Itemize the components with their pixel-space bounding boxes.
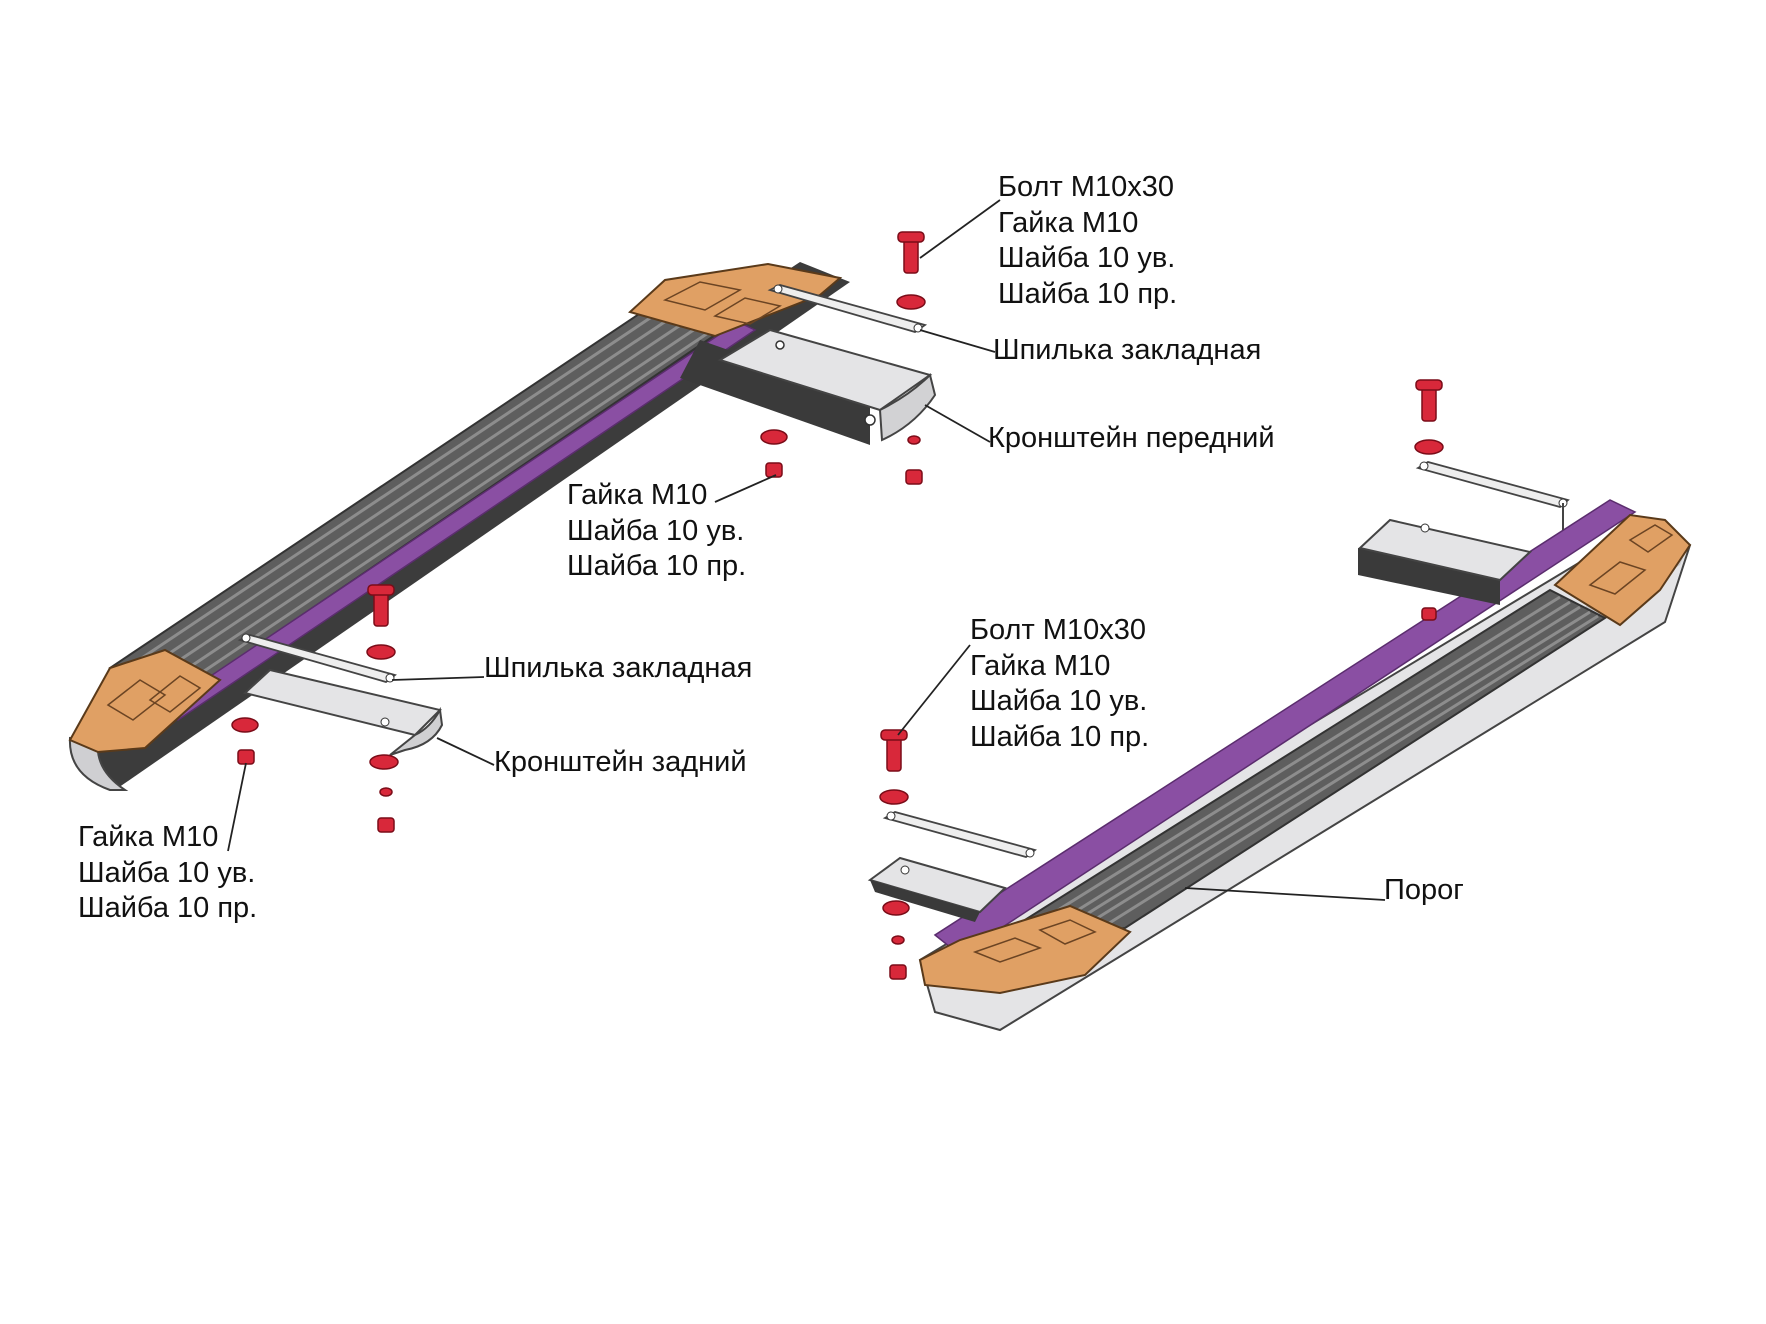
leader-mid-nut (714, 474, 777, 503)
label-line: Шайба 10 пр. (567, 550, 747, 582)
label-line: Шайба 10 ув. (78, 856, 256, 889)
label-stud-rear: Шпилька закладная (484, 651, 752, 687)
leader-lines (227, 199, 1386, 901)
label-line: Гайка М10 (78, 821, 219, 853)
label-line: Шайба 10 ув. (998, 242, 1176, 274)
label-line: Гайка М10 (970, 649, 1111, 682)
left-running-board (68, 262, 850, 791)
label-right-bolt-group: Болт М10х30 Гайка М10 Шайба 10 ув. Шайба… (970, 613, 1149, 755)
right-front-stud (882, 811, 1037, 858)
label-line: Шайба 10 ув. (567, 514, 745, 547)
left-board-grooves (117, 304, 709, 704)
right-front-bracket (867, 856, 1007, 922)
label-bracket-front: Кронштейн передний (988, 421, 1275, 457)
right-board-hardware (879, 379, 1444, 980)
label-line: Гайка М10 (998, 206, 1139, 239)
label-line: Шпилька закладная (484, 652, 753, 684)
rear-stud-left (237, 633, 397, 683)
label-line: Кронштейн задний (494, 746, 747, 778)
label-mid-nut-group: Гайка М10 Шайба 10 ув. Шайба 10 пр. (567, 478, 746, 585)
left-board-front-edge (68, 736, 129, 791)
right-rear-stud (1415, 461, 1570, 530)
left-board-rear-cap (68, 648, 222, 754)
label-line: Шайба 10 пр. (78, 892, 258, 924)
right-board-rear-cap (1553, 513, 1692, 627)
label-line: Шайба 10 пр. (998, 277, 1178, 310)
label-bracket-rear: Кронштейн задний (494, 745, 747, 781)
label-left-nut-group: Гайка М10 Шайба 10 ув. Шайба 10 пр. (78, 820, 257, 927)
label-top-bolt-group: Болт М10х30 Гайка М10 Шайба 10 ув. Шайба… (998, 170, 1177, 312)
label-line: Болт М10х30 (970, 614, 1146, 646)
leader-stud-front (919, 329, 996, 353)
label-line: Гайка М10 (567, 479, 708, 511)
right-rear-bracket (1357, 518, 1533, 605)
leader-bracket-front (924, 404, 991, 443)
rear-bracket-left (242, 668, 444, 756)
label-line: Шайба 10 ув. (970, 685, 1148, 717)
front-stud-left (767, 284, 928, 333)
left-board-front-cap (627, 262, 843, 338)
leader-sill (1184, 887, 1386, 901)
right-board-grooves (1009, 595, 1599, 942)
label-stud-front: Шпилька закладная (993, 333, 1261, 369)
label-line: Шпилька закладная (993, 334, 1262, 366)
leader-left-nut (227, 762, 247, 852)
label-line: Кронштейн передний (988, 422, 1275, 454)
right-board-front-cap (918, 904, 1132, 995)
label-line: Шайба 10 пр. (970, 720, 1150, 753)
label-line: Порог (1384, 874, 1464, 906)
leader-bracket-rear (436, 737, 495, 766)
leader-right-bolt (897, 644, 971, 736)
right-running-board (918, 499, 1692, 1032)
leader-stud-rear (391, 676, 485, 681)
left-board-hardware (231, 231, 926, 833)
label-line: Болт М10х30 (998, 171, 1174, 203)
front-bracket-left (680, 328, 937, 445)
leader-top-bolt (919, 199, 1001, 259)
label-sill: Порог (1384, 873, 1464, 909)
